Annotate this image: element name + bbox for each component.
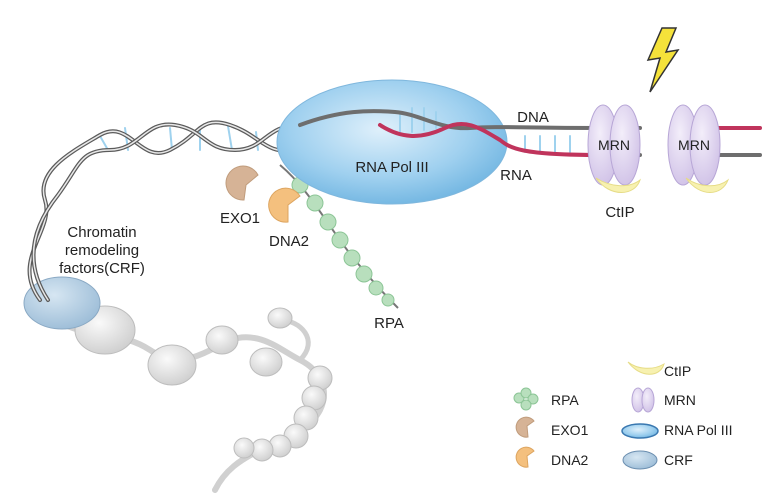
label-crf-line3: factors(CRF) (59, 260, 145, 277)
label-dna2: DNA2 (269, 233, 309, 250)
rpa-legend-icon (513, 387, 539, 411)
crf-legend-icon (622, 450, 658, 470)
legend-item-dna2: DNA2 (515, 446, 589, 468)
mrn-legend-icon (631, 387, 655, 413)
legend-label-ctip: CtIP (664, 363, 691, 379)
legend: CtIP RPA MRN EXO1 RNA Pol III (513, 361, 732, 470)
legend-item-crf: CRF (622, 450, 693, 470)
legend-item-mrn: MRN (631, 387, 696, 413)
rpa-chain (279, 164, 399, 309)
label-crf-line1: Chromatin (67, 224, 136, 241)
mrn-complex-left (587, 104, 641, 186)
label-mrn-right: MRN (678, 137, 710, 153)
nucleosome-stack (233, 365, 333, 462)
ctip-shape-left (595, 177, 641, 193)
label-ctip: CtIP (605, 204, 634, 221)
label-dna: DNA (517, 109, 549, 126)
legend-label-mrn: MRN (664, 392, 696, 408)
label-rna-pol-iii: RNA Pol III (355, 159, 428, 176)
label-exo1: EXO1 (220, 210, 260, 227)
rna-pol-iii-body (276, 79, 508, 205)
legend-item-exo1: EXO1 (515, 416, 589, 438)
legend-label-crf: CRF (664, 452, 693, 468)
legend-label-dna2: DNA2 (551, 452, 589, 468)
exo1-legend-icon (515, 416, 535, 438)
legend-item-rpa: RPA (513, 387, 579, 411)
lightning-bolt-icon (646, 27, 680, 93)
rna-pol-legend-icon (621, 423, 659, 439)
dna2-shape (268, 187, 301, 223)
legend-label-rna-pol-iii: RNA Pol III (664, 422, 732, 438)
legend-item-ctip: CtIP (627, 361, 691, 379)
label-rna: RNA (500, 167, 532, 184)
ctip-shape-right (685, 177, 730, 193)
crf-blob (23, 276, 101, 330)
label-crf-line2: remodeling (65, 242, 139, 259)
dna2-legend-icon (515, 446, 535, 468)
label-rpa: RPA (374, 315, 404, 332)
legend-item-rna-pol-iii: RNA Pol III (621, 422, 732, 439)
ctip-legend-icon (627, 361, 665, 375)
mrn-complex-right (667, 104, 721, 186)
nucleosomes (74, 305, 333, 462)
legend-label-rpa: RPA (551, 392, 579, 408)
label-mrn-left: MRN (598, 137, 630, 153)
legend-label-exo1: EXO1 (551, 422, 589, 438)
exo1-shape (225, 165, 259, 201)
